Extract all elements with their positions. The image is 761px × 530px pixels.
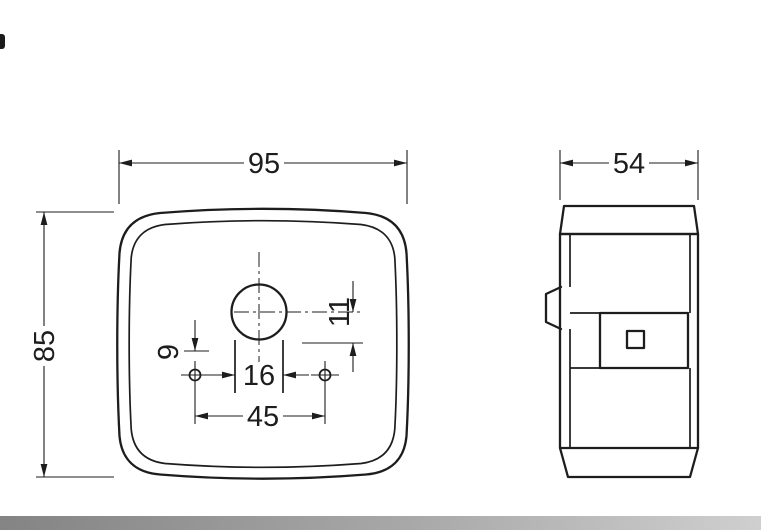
- dimension-connector-offset: 11: [302, 281, 363, 372]
- dim-9-label: 9: [153, 344, 185, 360]
- connector-socket: [598, 311, 690, 370]
- side-top-cap: [558, 204, 700, 236]
- dim-85-extension-lines: [36, 211, 114, 478]
- dim-54-label: 54: [613, 148, 645, 180]
- dim-16-label: 16: [243, 360, 275, 392]
- dim-54-extension-lines: [559, 150, 699, 200]
- connector-socket-extension: [570, 312, 600, 369]
- dim-85-label: 85: [29, 330, 61, 362]
- side-view: [544, 204, 700, 479]
- right-hole-crosshair: [311, 361, 339, 424]
- dim-95-label: 95: [248, 148, 280, 180]
- dim-11-label: 11: [324, 297, 356, 327]
- dimension-overall-height: 85: [29, 211, 114, 478]
- slot-edges: [234, 340, 284, 393]
- side-inner-walls: [569, 234, 691, 448]
- connector-pin-square: [625, 329, 646, 350]
- front-inner-outline: [128, 219, 398, 469]
- photo-bottom-edge: [0, 516, 761, 530]
- dimension-overall-width: 95: [118, 148, 408, 204]
- dim-95-extension-lines: [118, 150, 408, 204]
- side-body: [558, 232, 700, 450]
- side-bottom-cap: [558, 446, 700, 479]
- photo-artifact: [0, 34, 5, 49]
- dimension-hole-offset: 9: [153, 320, 209, 360]
- dim-45-label: 45: [247, 401, 279, 433]
- dimension-hole-spacing: 45: [195, 401, 325, 433]
- mount-clip-wedge: [544, 285, 563, 331]
- dimension-overall-depth: 54: [559, 148, 699, 200]
- front-view: [116, 207, 410, 480]
- dimension-slot-width: 16: [209, 360, 309, 392]
- drawing-root: 95 85 54 45: [29, 148, 700, 480]
- left-hole-crosshair: [181, 361, 209, 424]
- front-outer-outline: [116, 207, 410, 480]
